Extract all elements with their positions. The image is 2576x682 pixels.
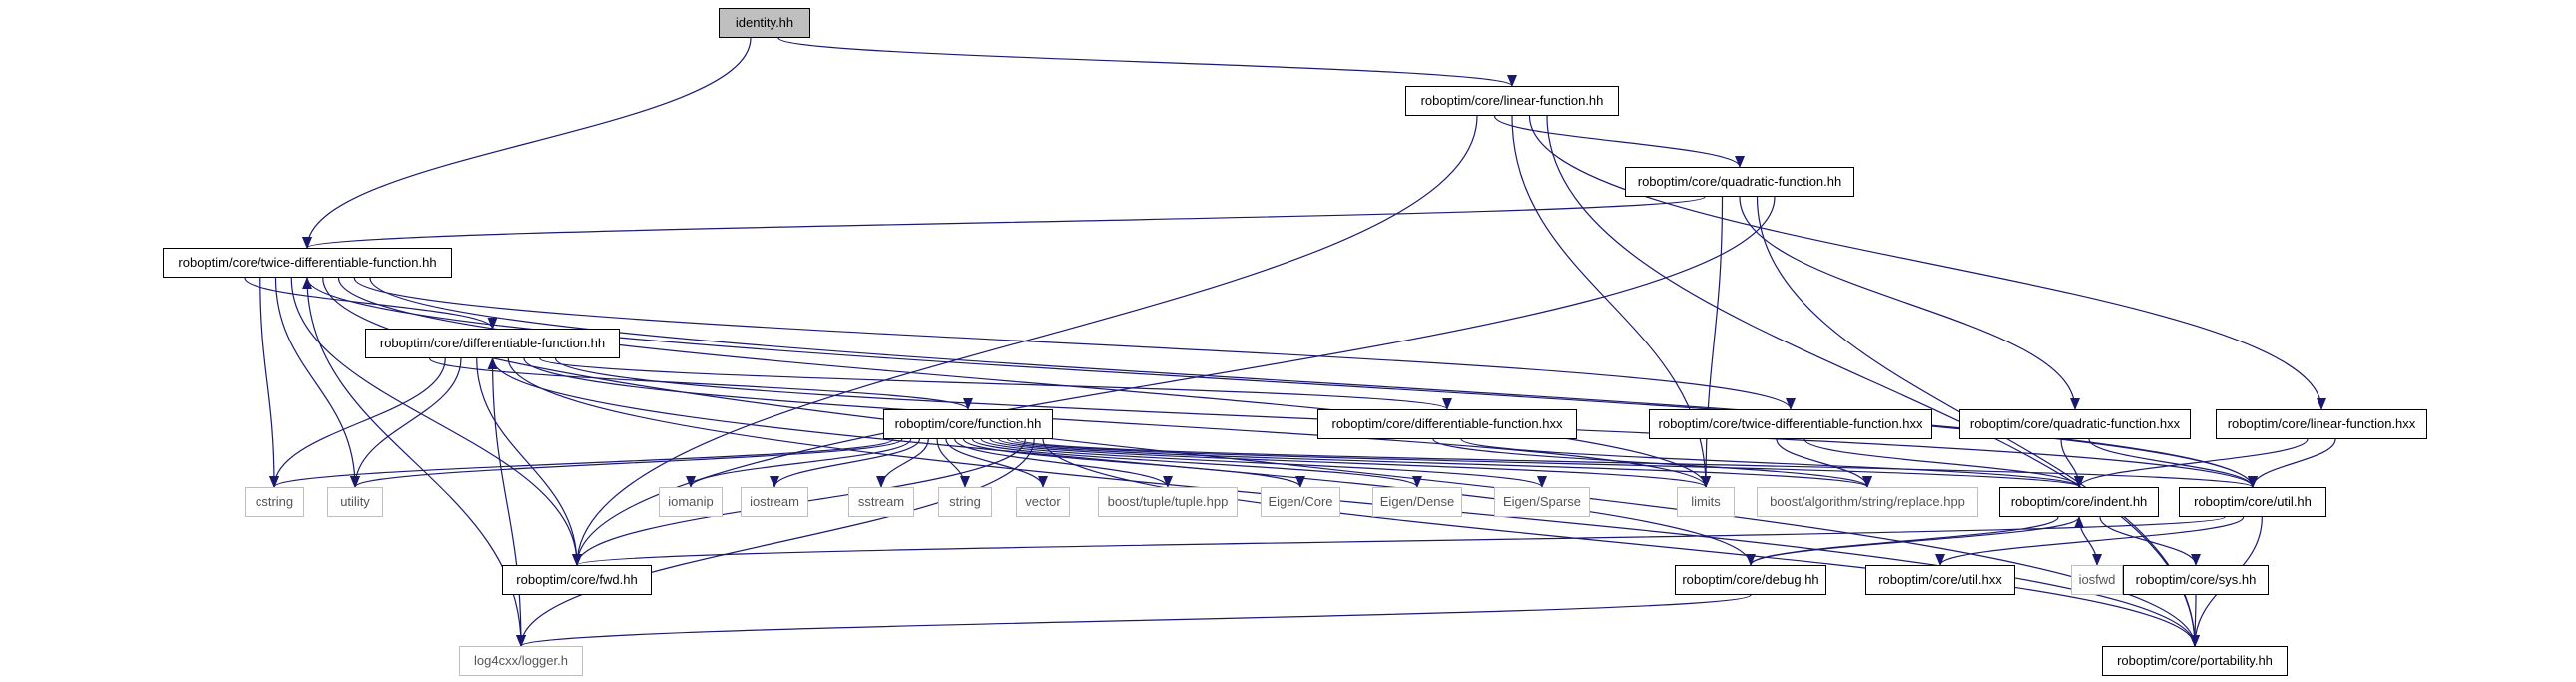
node-twice-differentiable-function-hh[interactable]: roboptim/core/twice-differentiable-funct…	[163, 248, 452, 278]
edge-diff_hh-to-logger	[491, 357, 526, 647]
node-differentiable-function-hxx[interactable]: roboptim/core/differentiable-function.hx…	[1317, 409, 1577, 439]
node-differentiable-function-hh[interactable]: roboptim/core/differentiable-function.hh	[365, 329, 620, 358]
edge-func_hh-to-cstring	[269, 438, 894, 488]
edge-linear_hh-to-portability	[1546, 115, 2200, 647]
node-cstring: cstring	[245, 487, 304, 517]
edge-diff_hxx-to-replace	[1432, 438, 1872, 488]
edge-func_hh-to-iostream	[770, 438, 921, 488]
node-eigen-dense: Eigen/Dense	[1372, 487, 1462, 517]
node-vector: vector	[1016, 487, 1070, 517]
edge-func_hh-to-limits	[989, 438, 1711, 488]
edge-util_hh-to-fwd	[572, 516, 2226, 566]
node-iomanip: iomanip	[659, 487, 723, 517]
node-eigen-sparse: Eigen/Sparse	[1494, 487, 1590, 517]
edge-twice_hh-to-diff_hh	[244, 277, 498, 330]
edge-diff_hh-to-diff_hxx	[539, 357, 1452, 410]
edge-twice_hh-to-twice_hxx	[353, 277, 1796, 410]
node-iostream: iostream	[741, 487, 808, 517]
edge-quad_hh-to-twice_hh	[302, 196, 1706, 249]
edge-linear_hh-to-linear_hxx	[1528, 115, 2326, 410]
node-util-hxx[interactable]: roboptim/core/util.hxx	[1865, 565, 2015, 595]
edge-debug-to-diff_hh	[487, 357, 1752, 566]
edge-twice_hxx-to-replace	[1776, 438, 1872, 488]
edge-quad_hh-to-limits	[1701, 196, 1724, 488]
edge-diff_hh-to-func_hh	[428, 357, 973, 410]
edge-diff_hxx-to-indent	[1460, 438, 2084, 488]
edge-linear_hxx-to-util_hh	[2248, 438, 2336, 488]
node-util-hh[interactable]: roboptim/core/util.hh	[2179, 487, 2326, 517]
node-sstream: sstream	[848, 487, 914, 517]
edge-func_hh-to-utility	[350, 438, 903, 488]
node-eigen-core: Eigen/Core	[1261, 487, 1340, 517]
node-utility: utility	[327, 487, 383, 517]
node-portability-hh[interactable]: roboptim/core/portability.hh	[2102, 646, 2288, 676]
edge-twice_hh-to-limits	[337, 277, 1711, 488]
edge-func_hh-to-eigen_dense	[971, 438, 1422, 488]
edge-twice_hh-to-fwd	[290, 277, 582, 566]
edge-util_hh-to-util_hxx	[1935, 516, 2245, 566]
edge-diff_hh-to-limits	[523, 357, 1711, 488]
edge-func_hh-to-iomanip	[686, 438, 912, 488]
edge-debug-to-logger	[516, 594, 1752, 647]
node-string: string	[938, 487, 992, 517]
edge-sys-to-portability	[2190, 594, 2201, 647]
edge-diff_hh-to-fwd	[476, 357, 582, 566]
edge-func_hh-to-replace	[998, 438, 1872, 488]
node-linear-function-hxx[interactable]: roboptim/core/linear-function.hxx	[2216, 409, 2427, 439]
node-function-hh[interactable]: roboptim/core/function.hh	[883, 409, 1053, 439]
node-sys-hh[interactable]: roboptim/core/sys.hh	[2123, 565, 2269, 595]
edge-linear_hxx-to-indent	[2074, 438, 2309, 488]
node-indent-hh[interactable]: roboptim/core/indent.hh	[1999, 487, 2159, 517]
node-boost-replace-hpp: boost/algorithm/string/replace.hpp	[1757, 487, 1978, 517]
edge-func_hh-to-eigen_sparse	[980, 438, 1547, 488]
node-log4cxx-logger-h: log4cxx/logger.h	[459, 646, 583, 676]
edge-indent-to-sys	[2099, 516, 2201, 566]
node-quadratic-function-hxx[interactable]: roboptim/core/quadratic-function.hxx	[1959, 409, 2191, 439]
edge-func_hh-to-sstream	[876, 438, 929, 488]
edge-util_hh-to-twice_hh	[302, 277, 2254, 488]
edge-func_hh-to-util_hh	[1015, 438, 2258, 488]
node-twice-differentiable-function-hxx[interactable]: roboptim/core/twice-differentiable-funct…	[1649, 409, 1932, 439]
edge-func_hh-to-logger	[516, 438, 1035, 647]
edge-debug-to-indent	[1750, 516, 2084, 566]
node-iosfwd: iosfwd	[2071, 565, 2123, 595]
edge-identity-to-twice_hh	[302, 37, 752, 249]
node-identity-hh[interactable]: identity.hh	[719, 8, 810, 38]
edge-diff_hh-to-cstring	[269, 357, 446, 488]
node-fwd-hh[interactable]: roboptim/core/fwd.hh	[502, 565, 652, 595]
node-linear-function-hh[interactable]: roboptim/core/linear-function.hh	[1405, 86, 1619, 116]
edge-func_hh-to-portability	[1042, 438, 2200, 647]
node-limits: limits	[1677, 487, 1735, 517]
edge-twice_hh-to-cstring	[259, 277, 279, 488]
edge-quad_hxx-to-util_hh	[2088, 438, 2258, 488]
node-quadratic-function-hh[interactable]: roboptim/core/quadratic-function.hh	[1625, 167, 1854, 197]
edge-twice_hxx-to-indent	[1803, 438, 2084, 488]
edge-quad_hh-to-quad_hxx	[1739, 196, 2080, 410]
edge-linear_hh-to-quad_hh	[1493, 115, 1745, 168]
node-debug-hh[interactable]: roboptim/core/debug.hh	[1675, 565, 1826, 595]
edge-func_hh-to-indent	[1007, 438, 2084, 488]
edge-diff_hh-to-utility	[350, 357, 462, 488]
edge-identity-to-linear_hh	[777, 37, 1517, 87]
edge-twice_hh-to-utility	[274, 277, 360, 488]
edge-linear_hh-to-fwd	[572, 115, 1478, 566]
node-boost-tuple-hpp: boost/tuple/tuple.hpp	[1098, 487, 1238, 517]
edge-quad_hh-to-fwd	[572, 196, 1776, 566]
edge-indent-to-debug	[1746, 516, 2059, 566]
